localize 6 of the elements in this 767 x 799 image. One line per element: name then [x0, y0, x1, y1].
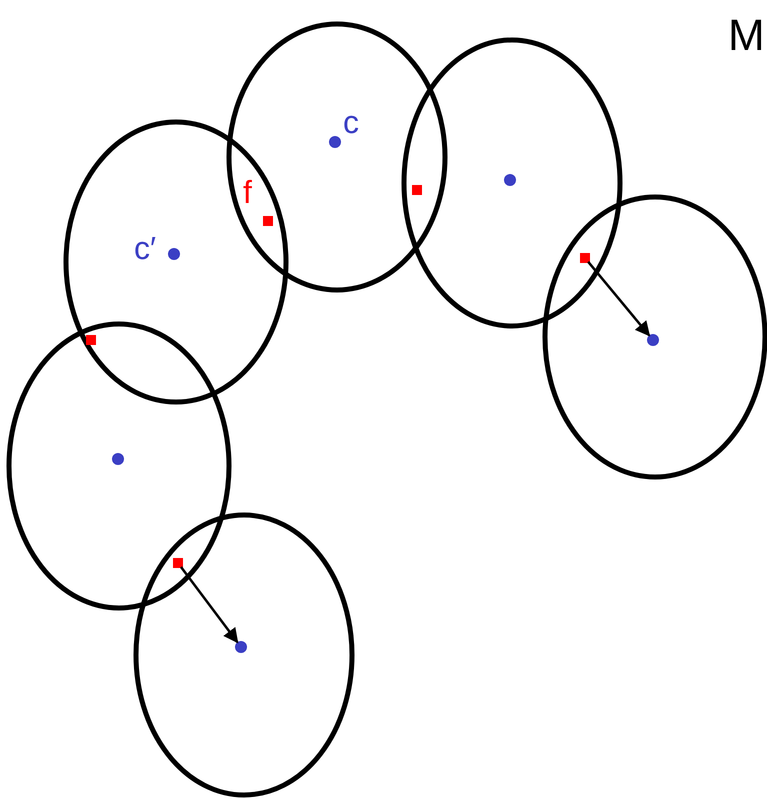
point-label: c: [343, 106, 359, 138]
arrow: [180, 566, 238, 644]
point-label: c′: [134, 232, 156, 264]
point-label: f: [243, 176, 252, 208]
arrow: [587, 261, 650, 337]
figure-label: M: [728, 14, 765, 58]
